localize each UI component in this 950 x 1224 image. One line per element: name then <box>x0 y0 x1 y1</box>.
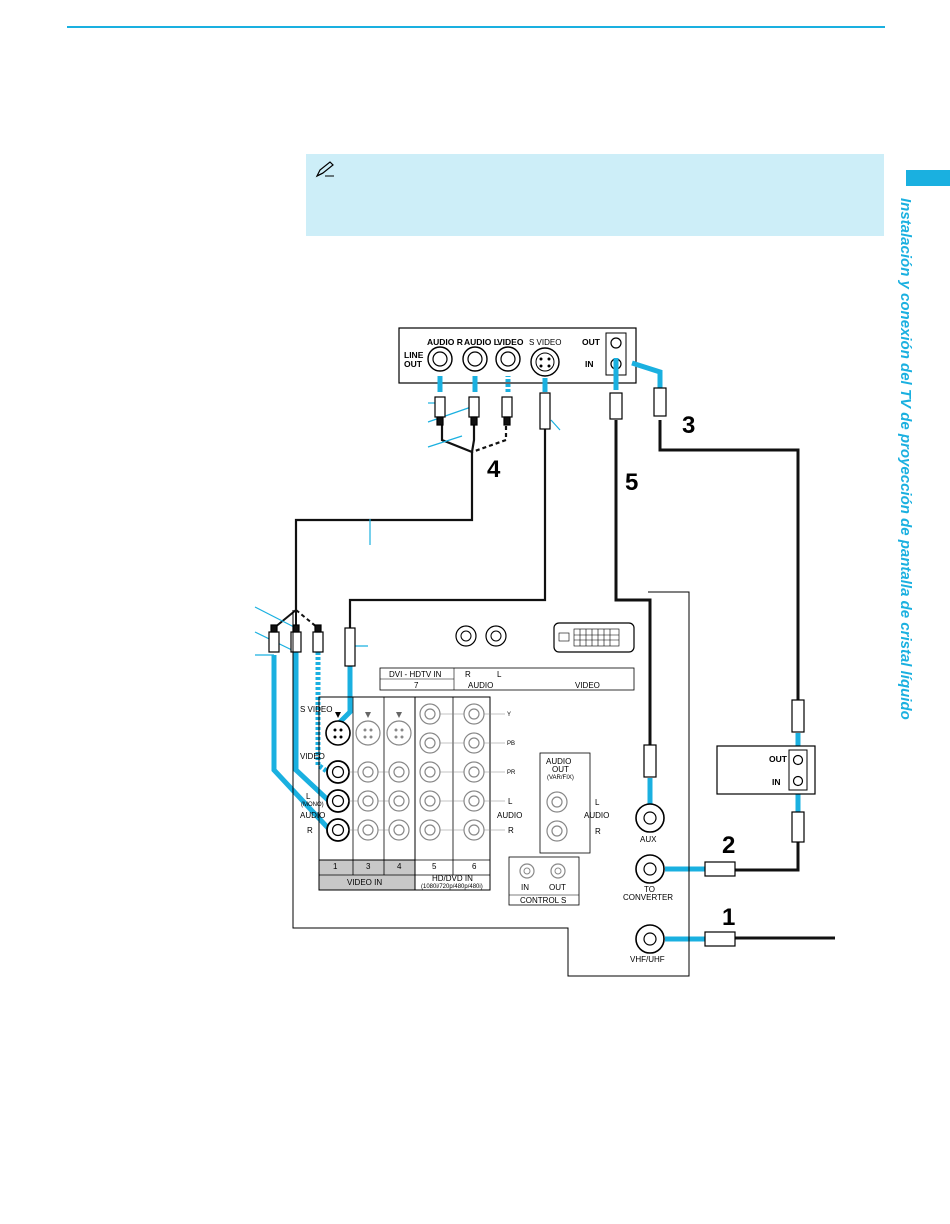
converter-in-label: IN <box>772 777 781 787</box>
step-4-number: 4 <box>487 456 501 483</box>
tv-audio-r-label: R <box>307 826 313 835</box>
device-rf-out-jack[interactable] <box>610 337 622 349</box>
control-s-out-label: OUT <box>549 883 566 892</box>
dvi-l-label: L <box>497 670 502 679</box>
component-l-label: L <box>508 797 513 806</box>
rca-jacks <box>326 703 505 842</box>
audio-out-r-jack[interactable] <box>546 820 568 842</box>
device-s-video-label: S VIDEO <box>529 338 561 347</box>
input-6-label: 6 <box>472 862 477 871</box>
s-video-jack-4[interactable] <box>386 720 412 746</box>
callout-lines <box>254 402 561 656</box>
dvi-video-label: VIDEO <box>575 681 600 690</box>
device-out-label: OUT <box>582 337 601 347</box>
dvi-r-label: R <box>465 670 471 679</box>
tv-s-video-label: S VIDEO <box>300 705 332 714</box>
s-video-jacks <box>325 712 412 746</box>
component-r-label: R <box>508 826 514 835</box>
to-converter-label: TO <box>644 885 655 894</box>
component-y-label: Y <box>507 712 511 718</box>
pencil-note-icon <box>315 161 334 178</box>
component-audio-label: AUDIO <box>497 811 522 820</box>
svg-text:Instalación y conexión del TV: Instalación y conexión del TV de proyecc… <box>897 198 914 720</box>
input-3-label: 3 <box>366 862 371 871</box>
audio-out-mode-label: (VAR/FIX) <box>547 775 574 781</box>
control-s-in-jack[interactable] <box>519 863 535 879</box>
dvi-connector[interactable] <box>553 622 635 653</box>
line-out-label-2: OUT <box>404 359 423 369</box>
device-audio-r-label: AUDIO R <box>427 337 463 347</box>
aux-label: AUX <box>640 835 657 844</box>
vhf-uhf-jack[interactable] <box>635 924 665 954</box>
tv-video-label: VIDEO <box>300 752 325 761</box>
device-s-video-jack[interactable] <box>530 347 560 377</box>
device-video-label: VIDEO <box>497 337 524 347</box>
audio-out-label: AUDIO <box>546 757 571 766</box>
section-tab <box>906 170 950 186</box>
vhf-uhf-label: VHF/UHF <box>630 955 665 964</box>
tv-audio-l-label: L <box>306 792 311 801</box>
device-audio-r-jack[interactable] <box>427 346 453 372</box>
tv-rear-panel: DVI - HDTV IN 7 R L AUDIO VIDEO S VIDEO … <box>292 591 690 977</box>
input-1-label: 1 <box>333 862 338 871</box>
control-s-out-jack[interactable] <box>550 863 566 879</box>
video-jack-1[interactable] <box>326 760 350 784</box>
control-s-label: CONTROL S <box>520 896 566 905</box>
to-converter-jack[interactable] <box>635 854 665 884</box>
section-side-title: Instalación y conexión del TV de proyecc… <box>897 198 914 720</box>
device-audio-l-label: AUDIO L <box>464 337 499 347</box>
component-pb-label: PB <box>507 741 515 747</box>
input-5-label: 5 <box>432 862 437 871</box>
step-1-number: 1 <box>722 904 735 931</box>
dvi-section: DVI - HDTV IN 7 R L AUDIO VIDEO <box>379 622 635 691</box>
step-3-number: 3 <box>682 412 695 439</box>
top-rule <box>67 26 885 28</box>
dvi-audio-label: AUDIO <box>468 681 493 690</box>
audio-out-audio-label: AUDIO <box>584 811 609 820</box>
audio-out-l-label: L <box>595 798 600 807</box>
audio-out-l-jack[interactable] <box>546 791 568 813</box>
video-in-label: VIDEO IN <box>347 878 382 887</box>
step-5-number: 5 <box>625 469 638 496</box>
device-audio-l-jack[interactable] <box>462 346 488 372</box>
cables <box>273 412 835 940</box>
converter-in-jack[interactable] <box>792 775 804 787</box>
component-pr-label: PR <box>507 770 516 776</box>
device-video-jack[interactable] <box>495 346 521 372</box>
note-box <box>306 154 884 236</box>
dvi-hdtv-in-label: DVI - HDTV IN <box>389 670 442 679</box>
line-out-label: LINE <box>404 350 424 360</box>
step-2-number: 2 <box>722 832 735 859</box>
device-side-plugs <box>434 387 667 430</box>
s-video-jack-3[interactable] <box>355 720 381 746</box>
s-video-jack-1[interactable] <box>325 720 351 746</box>
hd-dvd-in-label: HD/DVD IN <box>432 874 473 883</box>
tv-audio-label: AUDIO <box>300 811 325 820</box>
to-converter-label-2: CONVERTER <box>623 893 673 902</box>
hd-resolution-label: (1080i/720p/480p/480i) <box>421 884 483 890</box>
external-device: LINE OUT AUDIO R AUDIO L VIDEO S VIDEO O… <box>398 327 637 384</box>
converter-box: OUT IN <box>716 745 816 795</box>
connection-arrows <box>271 358 801 942</box>
tv-side-plugs <box>268 624 805 947</box>
aux-jack[interactable] <box>635 803 665 833</box>
tv-mono-label: (MONO) <box>301 802 324 808</box>
device-in-label: IN <box>585 359 594 369</box>
control-s-in-label: IN <box>521 883 529 892</box>
input-4-label: 4 <box>397 862 402 871</box>
audio-r-jack-1[interactable] <box>326 818 350 842</box>
converter-out-jack[interactable] <box>792 754 804 766</box>
converter-out-label: OUT <box>769 754 788 764</box>
audio-out-r-label: R <box>595 827 601 836</box>
dvi-input-number: 7 <box>414 681 419 690</box>
audio-l-jack-1[interactable] <box>326 789 350 813</box>
audio-out-label-2: OUT <box>552 765 569 774</box>
